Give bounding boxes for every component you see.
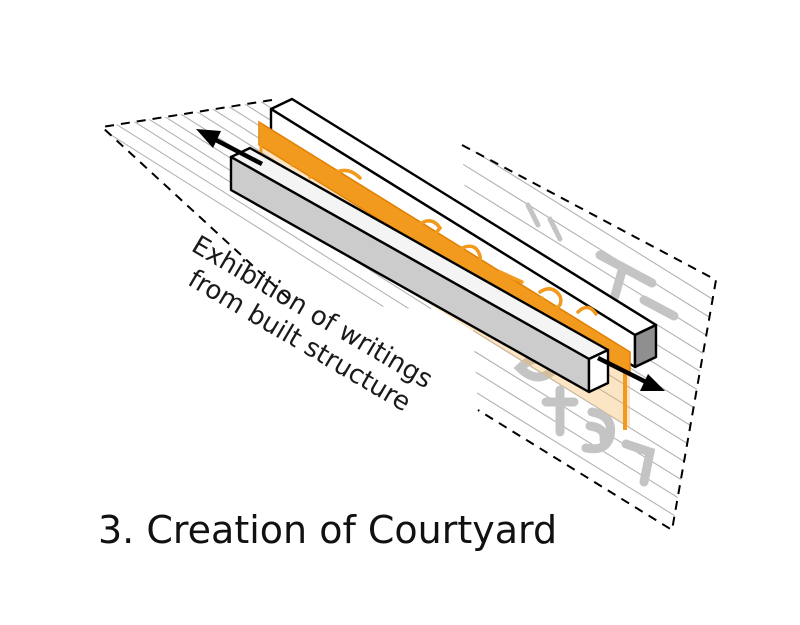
- front-wall: [229, 146, 610, 394]
- diagram-caption: 3. Creation of Courtyard: [98, 508, 558, 552]
- east-direction-arrow: [596, 355, 665, 391]
- left-site-boundary: [99, 99, 291, 301]
- west-direction-arrow: [196, 129, 264, 166]
